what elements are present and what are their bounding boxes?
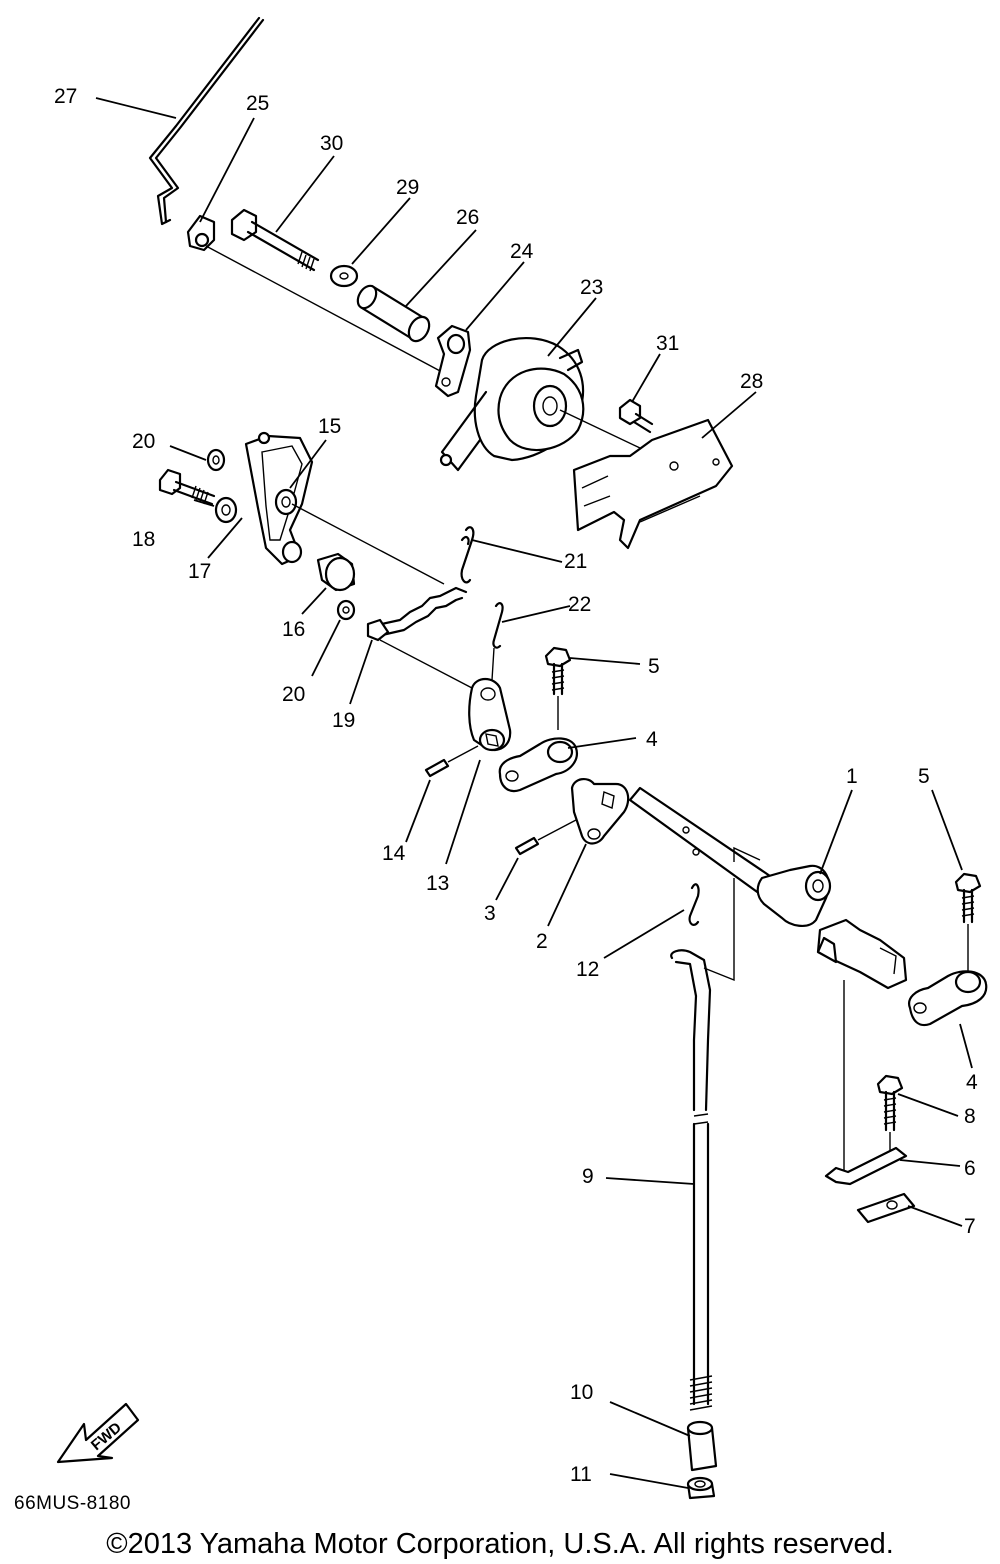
part-8-bolt (876, 1074, 904, 1132)
part-11-nut (686, 1476, 716, 1500)
part-10-joint (686, 1420, 718, 1472)
part-15-lever-link (244, 431, 314, 566)
part-4-clamp-right (908, 970, 988, 1027)
part-2-lever (570, 778, 630, 845)
callout-22: 22 (568, 593, 591, 616)
callout-3: 3 (484, 902, 496, 925)
callout-4-upper: 4 (646, 728, 658, 751)
part-22-clip (492, 602, 504, 649)
part-4-clamp-upper (498, 737, 578, 793)
part-25-link-joint (186, 214, 216, 252)
part-6-plate (824, 1146, 908, 1186)
callout-18: 18 (132, 528, 155, 551)
callout-2: 2 (536, 930, 548, 953)
callout-1: 1 (846, 765, 858, 788)
part-20-washer-lower (336, 599, 356, 621)
part-13-lever (468, 677, 512, 752)
fwd-arrow-icon: FWD (56, 1402, 140, 1464)
callout-23: 23 (580, 276, 603, 299)
callout-20-lower: 20 (282, 683, 305, 706)
callout-5-right: 5 (918, 765, 930, 788)
part-28-bracket (572, 418, 734, 550)
part-24-lever (434, 324, 472, 398)
part-27-link-rod (148, 16, 265, 226)
part-5-bolt-right (954, 872, 982, 924)
callout-14: 14 (382, 842, 406, 865)
callout-numbers: 27 25 30 29 26 24 23 31 28 20 15 18 17 1… (54, 85, 978, 1486)
callout-5-upper: 5 (648, 655, 660, 678)
callout-17: 17 (188, 560, 211, 583)
part-31-screw (618, 398, 654, 434)
part-26-collar (356, 284, 431, 343)
callout-13: 13 (426, 872, 449, 895)
callout-8: 8 (964, 1105, 976, 1128)
callout-29: 29 (396, 176, 419, 199)
callout-7: 7 (964, 1215, 976, 1238)
callout-26: 26 (456, 206, 479, 229)
callout-25: 25 (246, 92, 269, 115)
callout-6: 6 (964, 1157, 976, 1180)
part-23-throttle-cam (439, 337, 585, 472)
part-3-pin (514, 836, 540, 856)
callout-16: 16 (282, 618, 305, 641)
part-16-collar (316, 552, 356, 592)
copyright-notice: ©2013 Yamaha Motor Corporation, U.S.A. A… (106, 1528, 894, 1560)
callout-31: 31 (656, 332, 679, 355)
callout-30: 30 (320, 132, 343, 155)
callout-4-right: 4 (966, 1071, 978, 1094)
part-30-bolt (230, 208, 320, 272)
part-29-washer (329, 264, 359, 288)
callout-19: 19 (332, 709, 355, 732)
callout-10: 10 (570, 1381, 593, 1404)
leader-lines (95, 97, 973, 1489)
diagram-code: 66MUS-8180 (14, 1493, 131, 1514)
callout-28: 28 (740, 370, 763, 393)
callout-24: 24 (510, 240, 534, 263)
part-19-link-rod (366, 586, 468, 642)
part-5-bolt-upper (544, 646, 572, 696)
callout-15: 15 (318, 415, 341, 438)
part-12-clip (688, 883, 700, 926)
part-18-bolt (158, 468, 216, 506)
part-9-rod (670, 949, 713, 1411)
callout-21: 21 (564, 550, 587, 573)
callout-12: 12 (576, 958, 599, 981)
part-21-clip (460, 526, 475, 584)
part-14-pin (424, 758, 450, 778)
callout-20-upper: 20 (132, 430, 155, 453)
callout-11: 11 (570, 1463, 592, 1486)
callout-27: 27 (54, 85, 77, 108)
part-7-plate (856, 1192, 916, 1224)
part-20-washer-upper (206, 448, 226, 472)
callout-9: 9 (582, 1165, 594, 1188)
part-1-shift-shaft (628, 786, 908, 990)
part-17-washer (214, 496, 238, 524)
